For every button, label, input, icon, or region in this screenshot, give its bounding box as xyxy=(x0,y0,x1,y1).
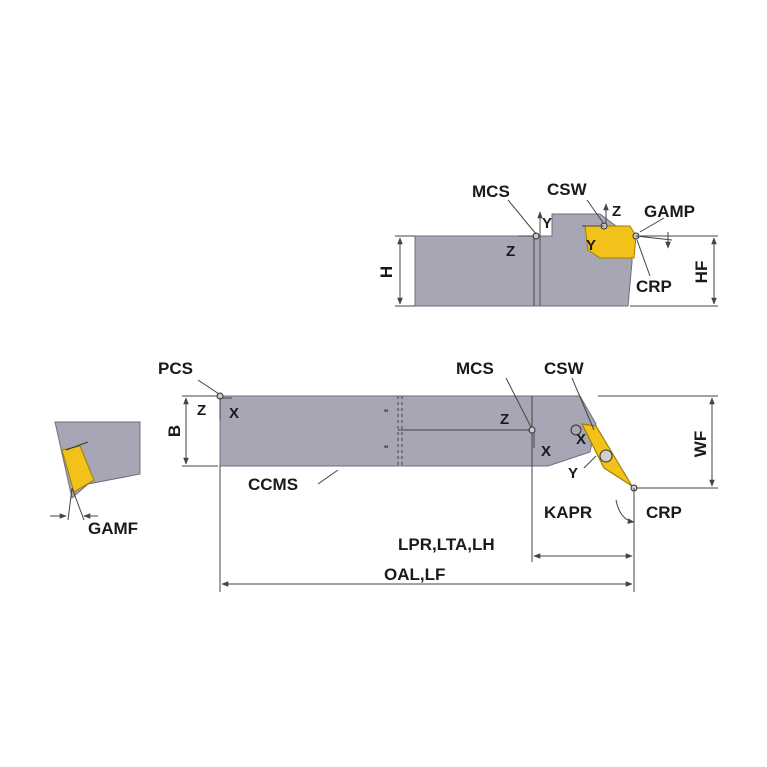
csw-x-label: X xyxy=(576,431,586,448)
insert-screw-hole xyxy=(570,424,582,436)
mcs-leader-top xyxy=(507,199,537,235)
side-csw-z-label: Z xyxy=(612,203,621,220)
pcs-label: PCS xyxy=(158,359,193,378)
crp-label-top: CRP xyxy=(636,277,672,296)
main-view: " " Z X PCS B CCMS Z X MCS CSW X xyxy=(158,359,718,592)
kapr-arc xyxy=(615,499,635,524)
csw-label-top: CSW xyxy=(547,180,588,199)
side-y-label: Y xyxy=(542,215,552,232)
gamf-detail-line xyxy=(65,441,89,451)
hf-label: HF xyxy=(692,261,711,284)
ccms-leader xyxy=(317,469,339,485)
crp-label: CRP xyxy=(646,503,682,522)
wf-label: WF xyxy=(691,431,710,457)
b-label: B xyxy=(165,425,184,437)
insert-screw xyxy=(599,449,613,463)
gamf-ref-line-2 xyxy=(71,487,85,521)
gamp-ref-line xyxy=(635,235,673,241)
oal-label: OAL,LF xyxy=(384,565,445,584)
side-z-label: Z xyxy=(506,243,515,260)
ccms-label: CCMS xyxy=(248,475,298,494)
tick-mark-1: " xyxy=(384,408,388,418)
lpr-label: LPR,LTA,LH xyxy=(398,535,495,554)
pcs-x-label: X xyxy=(229,405,239,422)
mcs-label: MCS xyxy=(456,359,494,378)
mcs-x-label: X xyxy=(541,443,551,460)
mcs-label-top: MCS xyxy=(472,182,510,201)
tick-mark-2: " xyxy=(384,444,388,454)
csw-y-label: Y xyxy=(568,465,578,482)
pcs-leader xyxy=(197,379,220,395)
side-csw-y-label: Y xyxy=(586,237,596,254)
csw-y-axis xyxy=(583,455,597,469)
gamf-label: GAMF xyxy=(88,519,138,538)
crp-leader-top xyxy=(636,239,651,277)
csw-leader-top xyxy=(586,199,605,225)
kapr-label: KAPR xyxy=(544,503,592,522)
side-view-insert xyxy=(584,225,637,259)
mcs-z-label: Z xyxy=(500,411,509,428)
gamf-ref-line xyxy=(67,487,73,521)
mcs-leader xyxy=(505,377,532,428)
gamf-detail-view: GAMF xyxy=(50,421,141,538)
csw-label: CSW xyxy=(544,359,585,378)
gamp-label: GAMP xyxy=(644,202,695,221)
side-view: H HF MCS CSW Y Z Z Y GAMP CRP xyxy=(377,180,718,307)
pcs-z-label: Z xyxy=(197,402,206,419)
gamp-leader xyxy=(639,217,665,233)
h-label: H xyxy=(377,266,396,278)
csw-leader xyxy=(571,377,595,431)
main-view-body xyxy=(219,395,597,467)
